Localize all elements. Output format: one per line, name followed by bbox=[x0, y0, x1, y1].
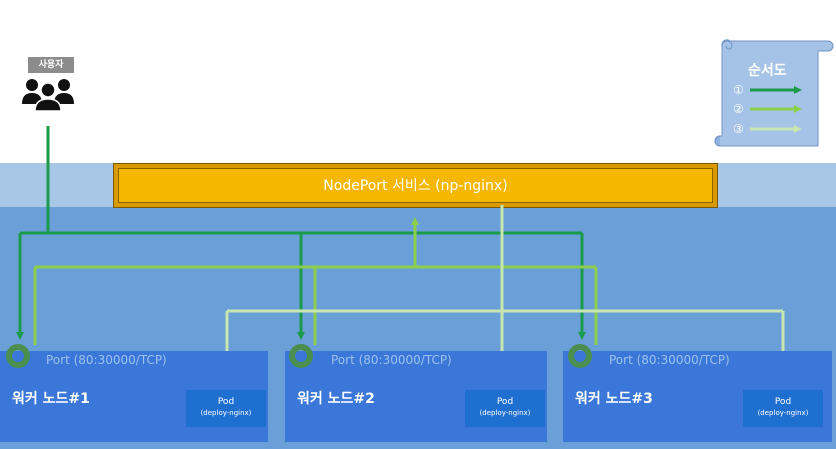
pod-name: Pod bbox=[217, 397, 235, 407]
nodeport-service-bar: NodePort 서비스 (np-nginx) bbox=[113, 163, 718, 208]
legend-scroll bbox=[714, 39, 834, 147]
flow-1-lines bbox=[16, 126, 586, 340]
port-ring-icon bbox=[568, 344, 592, 368]
port-ring-icon bbox=[289, 344, 313, 368]
pod-box: Pod (deploy-nginx) bbox=[186, 390, 266, 427]
service-label: NodePort 서비스 (np-nginx) bbox=[323, 178, 508, 194]
legend-step-2: ② bbox=[733, 102, 744, 116]
pod-name: Pod bbox=[774, 397, 792, 407]
port-ring-icon bbox=[6, 344, 30, 368]
legend-step-3: ③ bbox=[733, 122, 744, 136]
node-title: 워커 노드#3 bbox=[575, 391, 653, 407]
node-port-label: Port (80:30000/TCP) bbox=[331, 353, 452, 367]
worker-node-3: Port (80:30000/TCP) 워커 노드#3 Pod (deploy-… bbox=[563, 351, 832, 442]
node-title: 워커 노드#1 bbox=[12, 391, 90, 407]
worker-node-2: Port (80:30000/TCP) 워커 노드#2 Pod (deploy-… bbox=[285, 351, 547, 442]
users-icon bbox=[22, 79, 74, 112]
node-port-label: Port (80:30000/TCP) bbox=[46, 353, 167, 367]
legend-step-1: ① bbox=[733, 83, 744, 97]
node-title: 워커 노드#2 bbox=[297, 391, 375, 407]
pod-deployment: (deploy-nginx) bbox=[757, 409, 809, 417]
pod-deployment: (deploy-nginx) bbox=[200, 409, 252, 417]
legend-title: 순서도 bbox=[748, 63, 787, 79]
node-port-label: Port (80:30000/TCP) bbox=[609, 353, 730, 367]
user-label: 사용자 bbox=[28, 57, 74, 73]
worker-node-1: Port (80:30000/TCP) 워커 노드#1 Pod (deploy-… bbox=[0, 351, 268, 442]
pod-name: Pod bbox=[496, 397, 514, 407]
flow-2-lines bbox=[33, 217, 598, 345]
pod-box: Pod (deploy-nginx) bbox=[743, 390, 823, 427]
pod-deployment: (deploy-nginx) bbox=[479, 409, 531, 417]
pod-box: Pod (deploy-nginx) bbox=[465, 390, 545, 427]
legend-arrows bbox=[750, 86, 802, 133]
